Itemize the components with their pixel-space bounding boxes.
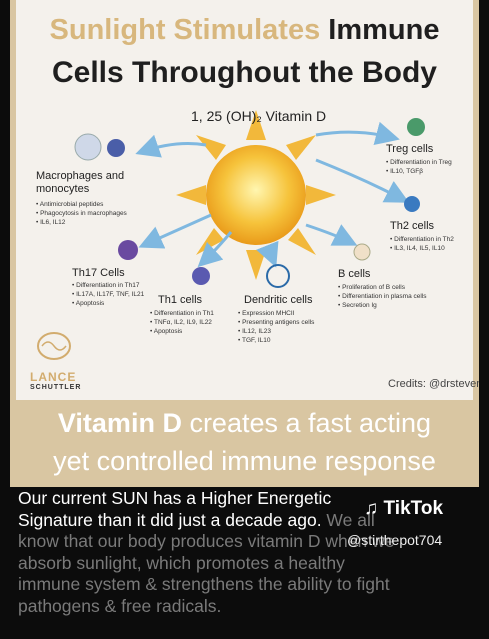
infographic-poster: Sunlight Stimulates Immune Cells Through… [16,0,479,400]
tiktok-watermark: ♫ TikTok [364,498,444,519]
video-frame: Sunlight Stimulates Immune Cells Through… [10,0,479,487]
bcell-bullets: Proliferation of B cellsDifferentiation … [338,283,426,310]
brain-logo-icon [37,332,71,360]
logo-name: LANCE [30,370,77,384]
th17-title: Th17 Cells [72,267,125,279]
th1-bullets: Differentiation in Th1TNFα, IL2, IL9, IL… [150,309,214,336]
dendritic-bullets: Expression MHCIIPresenting antigens cell… [238,309,314,345]
credits: Credits: @drstevenlin [388,378,479,390]
caption-line6: pathogens & free radicals. [18,595,222,616]
sun-icon [206,145,306,245]
banner-bold: Vitamin D [57,408,182,438]
th1-icon [192,267,210,285]
arrows [135,121,410,268]
macrophage-icon [74,133,102,161]
treg-icon [407,118,425,136]
monocyte-icon [107,139,125,157]
caption-line3: know that our body produces vitamin D wh… [18,531,395,551]
logo-subtitle: SCHUTTLER [30,384,82,391]
video-caption: Our current SUN has a Higher Energetic S… [18,488,478,617]
treg-bullets: Differentiation in TregIL10, TGFβ [386,158,452,176]
banner-line1: Vitamin D creates a fast acting [10,408,479,439]
bcell-icon [353,243,371,261]
treg-title: Treg cells [386,143,434,155]
th2-icon [404,196,420,212]
caption-line1: Our current SUN has a Higher Energetic [18,488,332,508]
poster-title-line2: Cells Throughout the Body [52,56,437,89]
caption-line5: immune system & strengthens the ability … [18,574,390,594]
sun-diagram [74,110,425,288]
th17-icon [118,240,138,260]
th1-title: Th1 cells [158,294,203,306]
macrophage-bullets: Antimicrobial peptidesPhagocytosis in ma… [36,200,127,227]
vitamin-d-label: 1, 25 (OH)₂ Vitamin D [191,108,327,124]
title-highlight: Sunlight Stimulates [49,14,321,46]
caption-line2: Signature than it did just a decade ago.… [18,509,375,530]
dendritic-title: Dendritic cells [244,294,313,306]
th17-bullets: Differentiation in Th17IL17A, IL17F, TNF… [72,281,145,308]
macrophage-title: Macrophages and monocytes [36,170,125,195]
th2-title: Th2 cells [390,220,435,232]
caption-line4: absorb sunlight, which promotes a health… [18,552,345,573]
poster-title-line1: Sunlight Stimulates Immune [16,14,473,47]
title-rest: Immune [320,14,440,46]
banner-line2: yet controlled immune response [53,446,436,476]
dendritic-icon [266,264,290,288]
banner-rest: creates a fast acting [181,408,432,438]
th2-bullets: Differentiation in Th2IL3, IL4, IL5, IL1… [390,235,454,253]
tiktok-username[interactable]: @stirthepot704 [347,532,443,548]
tiktok-logo-icon: ♫ [364,498,379,519]
bcell-title: B cells [338,268,371,280]
